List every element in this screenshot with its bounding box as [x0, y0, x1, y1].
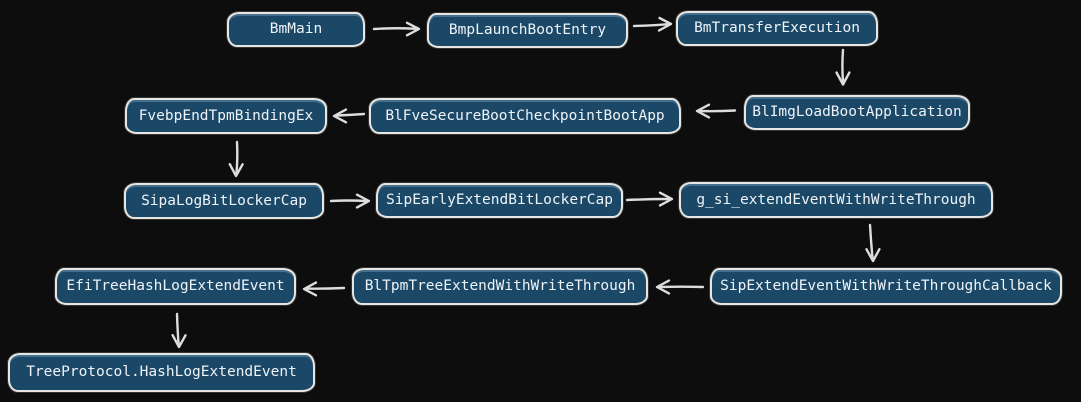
edge-g-si-extend-event-with-write-through-to-sip-extend-event-with-write-through-callback-arrow [865, 223, 881, 263]
edge-sipa-log-bitlocker-cap-to-sip-early-extend-bitlocker-cap-arrow [329, 193, 371, 209]
edge-bmmain-to-bmp-launch-boot-entry-arrow [372, 21, 421, 37]
edge-bm-transfer-execution-to-bl-img-load-boot-application-arrow [835, 48, 851, 86]
node-tree-protocol-hash-log-extend-event: TreeProtocol.HashLogExtendEvent [8, 353, 315, 392]
node-bm-transfer-execution: BmTransferExecution [676, 11, 878, 46]
node-g-si-extend-event-with-write-through: g_si_extendEventWithWriteThrough [679, 182, 993, 218]
node-sip-extend-event-with-write-through-callback: SipExtendEventWithWriteThroughCallback [710, 268, 1062, 305]
edge-bl-fve-secure-boot-checkpoint-boot-app-to-fvebp-end-tpm-binding-ex-arrow [332, 108, 366, 124]
edge-bl-img-load-boot-application-to-bl-fve-secure-boot-checkpoint-boot-app-arrow [695, 103, 737, 119]
edge-sip-extend-event-with-write-through-callback-to-bl-tpm-tree-extend-with-write-through-arrow [655, 279, 705, 295]
node-bmmain: BmMain [227, 12, 365, 47]
edge-fvebp-end-tpm-binding-ex-to-sipa-log-bitlocker-cap-arrow [228, 140, 244, 178]
node-fvebp-end-tpm-binding-ex: FvebpEndTpmBindingEx [125, 98, 327, 134]
edge-efi-tree-hash-log-extend-event-to-tree-protocol-hash-log-extend-event-arrow [171, 312, 187, 349]
node-bl-tpm-tree-extend-with-write-through: BlTpmTreeExtendWithWriteThrough [352, 268, 648, 305]
node-sipa-log-bitlocker-cap: SipaLogBitLockerCap [124, 183, 324, 219]
node-efi-tree-hash-log-extend-event: EfiTreeHashLogExtendEvent [55, 268, 296, 305]
node-bl-img-load-boot-application: BlImgLoadBootApplication [744, 95, 970, 130]
edge-sip-early-extend-bitlocker-cap-to-g-si-extend-event-with-write-through-arrow [625, 191, 674, 207]
node-bmp-launch-boot-entry: BmpLaunchBootEntry [427, 13, 628, 48]
edge-bmp-launch-boot-entry-to-bm-transfer-execution-arrow [632, 16, 673, 32]
node-sip-early-extend-bitlocker-cap: SipEarlyExtendBitLockerCap [376, 183, 623, 218]
edge-bl-tpm-tree-extend-with-write-through-to-efi-tree-hash-log-extend-event-arrow [302, 281, 346, 297]
node-bl-fve-secure-boot-checkpoint-boot-app: BlFveSecureBootCheckpointBootApp [369, 98, 681, 134]
